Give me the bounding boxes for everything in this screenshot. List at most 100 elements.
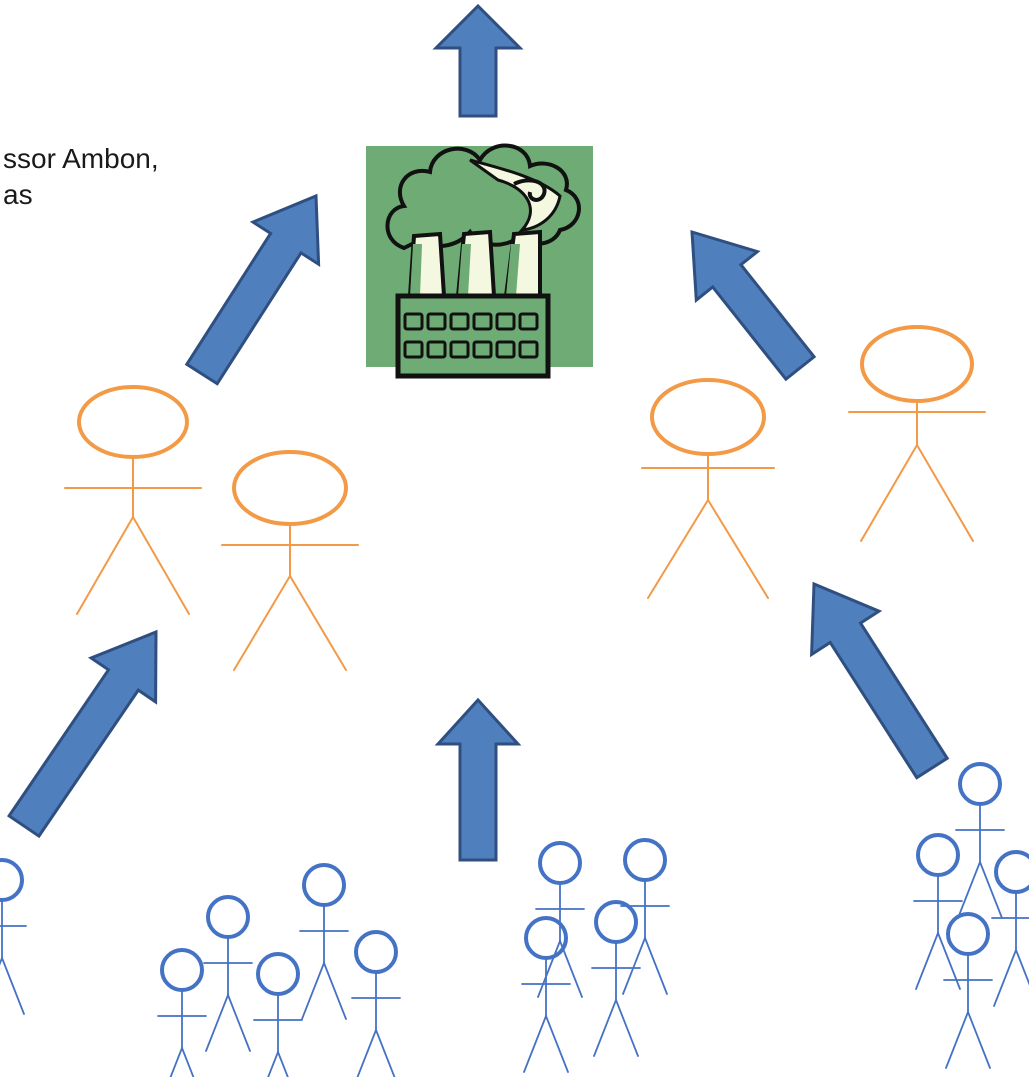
worker-figure-11-right-leg [979,861,1003,919]
worker-figure-6-right-leg [375,1029,396,1077]
worker-figure-5-right-leg [323,962,347,1020]
factory-window [495,340,516,359]
factory-building [395,293,551,379]
arrows-layer [7,3,950,862]
worker-figure-1-right-leg [1,957,25,1015]
factory-window [449,312,470,331]
factory-stack-shadow-3 [506,244,520,296]
factory-window [449,340,470,359]
worker-figure-13-left-leg [993,949,1017,1007]
worker-figure-9 [591,900,641,1057]
manager-figure-1-left-leg [76,516,134,615]
factory-smoke-curl [513,178,547,202]
worker-figure-7-left-leg [537,940,561,998]
worker-figure-10 [620,838,670,995]
worker-figure-6-head [354,930,398,974]
manager-figure-4-left-leg [860,444,918,542]
workers-layer [0,762,1029,1077]
worker-figure-9-right-leg [615,999,639,1057]
worker-figure-2-right-leg [181,1047,195,1077]
worker-figure-2 [157,948,207,1077]
worker-figure-8 [521,916,571,1073]
manager-figure-1-head [77,385,189,459]
factory-stack-shadow-1 [410,244,422,296]
manager-figure-1 [64,385,202,615]
worker-figure-6-left-leg [356,1029,377,1077]
worker-figure-6 [351,930,401,1077]
worker-figure-14 [943,912,993,1069]
factory-window [495,312,516,331]
factory-window [426,340,447,359]
manager-figure-2-right-leg [289,575,347,671]
worker-figure-13-right-leg [1015,949,1029,986]
factory-window [518,340,539,359]
worker-figure-11 [955,762,1005,919]
factory-icon [366,143,593,379]
worker-figure-4-head [256,952,300,996]
worker-figure-10-head [623,838,667,882]
factory-smoke-highlight [469,158,562,232]
worker-figure-5 [299,863,349,1020]
worker-figure-3-right-leg [227,994,251,1052]
worker-figure-7-head [538,841,582,885]
worker-figure-2-head [160,948,204,992]
manager-figure-4 [848,325,986,542]
worker-figure-9-head [594,900,638,944]
arrow-1 [432,3,524,118]
worker-figure-2-left-leg [169,1047,183,1077]
arrow-5 [434,697,522,862]
worker-figure-3-head [206,895,250,939]
worker-figure-14-right-leg [967,1011,991,1069]
worker-figure-12 [913,833,963,990]
worker-figure-3 [203,895,253,1052]
manager-figure-3-head [650,378,766,456]
worker-figure-11-head [958,762,1002,806]
managers-layer [64,325,986,671]
worker-figure-9-left-leg [593,999,617,1057]
caption-line-1: ssor Ambon, [3,143,159,174]
worker-figure-8-left-leg [523,1015,547,1073]
manager-figure-2 [221,450,359,671]
worker-figure-10-right-leg [644,937,668,995]
arrow-4 [7,629,158,839]
arrow-2 [184,193,321,386]
worker-figure-5-left-leg [301,962,325,1020]
factory-window [426,312,447,331]
worker-figure-5-head [302,863,346,907]
arrow-6 [810,581,950,780]
manager-figure-2-left-leg [233,575,291,671]
worker-figure-14-head [946,912,990,956]
factory-window [472,312,493,331]
arrow-3 [690,229,817,382]
manager-figure-2-head [232,450,348,526]
factory-window [403,312,424,331]
manager-figure-4-right-leg [916,444,974,542]
worker-figure-1 [0,858,27,1015]
caption-line-2: as [3,179,33,210]
worker-figure-11-left-leg [957,861,981,919]
worker-figure-1-left-leg [0,957,3,966]
worker-figure-13 [991,850,1029,1007]
manager-figure-1-right-leg [132,516,190,615]
worker-figure-4-left-leg [267,1051,279,1077]
worker-figure-8-right-leg [545,1015,569,1073]
manager-figure-4-head [860,325,974,403]
manager-figure-3-left-leg [647,499,709,599]
worker-figure-1-head [0,858,24,902]
worker-figure-4-right-leg [277,1051,289,1077]
factory-windows [403,312,539,359]
factory-stack-shadow-2 [458,244,471,296]
factory-window [472,340,493,359]
manager-figure-3-right-leg [707,499,769,599]
worker-figure-3-left-leg [205,994,229,1052]
worker-figure-4 [253,952,303,1077]
worker-figure-12-head [916,833,960,877]
worker-figure-13-head [994,850,1029,894]
factory-window [518,312,539,331]
factory-window [403,340,424,359]
worker-figure-12-left-leg [915,932,939,990]
manager-figure-3 [641,378,775,599]
worker-figure-10-left-leg [622,937,646,995]
